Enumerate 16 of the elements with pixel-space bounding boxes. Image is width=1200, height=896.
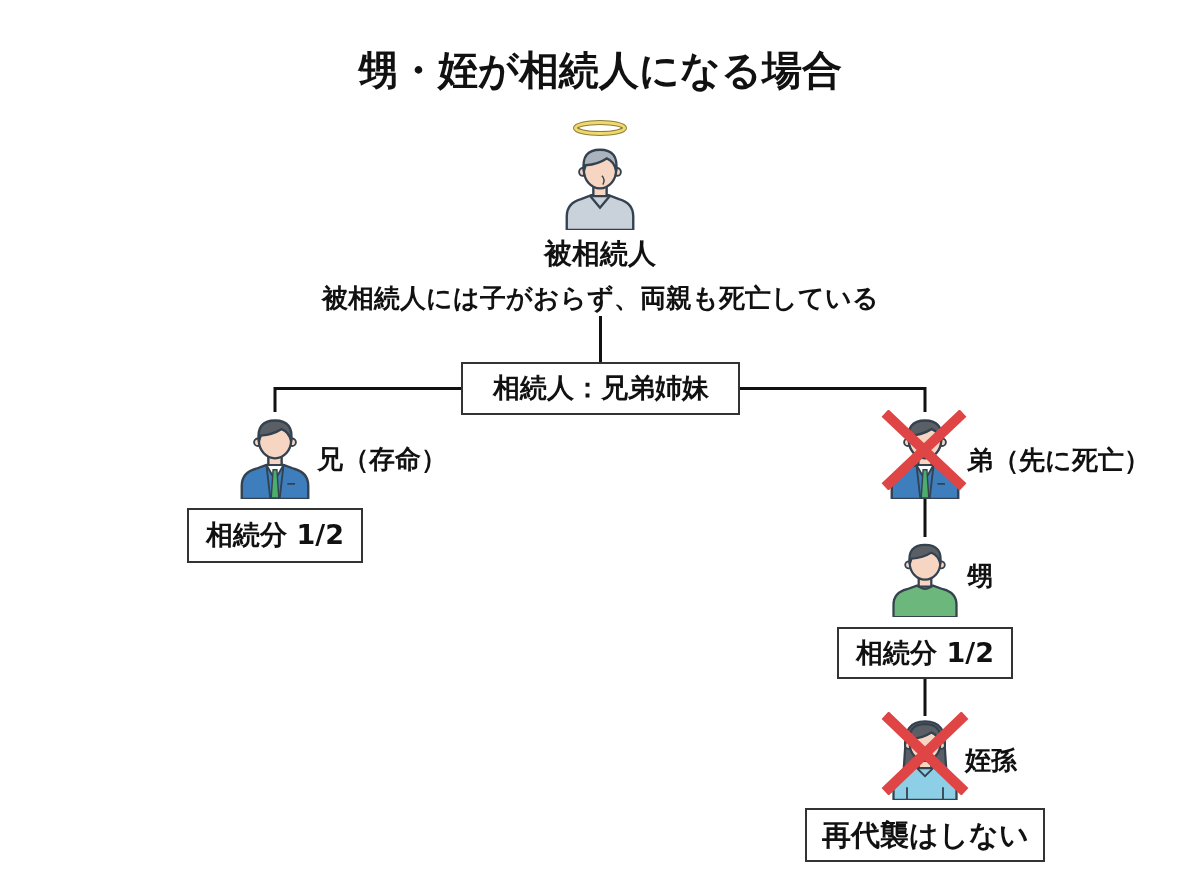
connector-line [273,387,461,412]
title: 甥・姪が相続人になる場合 [358,46,842,95]
text-box: 相続分 1/2 [187,508,363,563]
text-box: 再代襲はしない [805,808,1045,862]
person-label: 姪孫 [965,744,1017,777]
person-label: 被相続人 [542,236,657,272]
person-label: 弟（先に死亡） [967,444,1150,477]
connector-line [923,499,927,537]
connector-line [740,387,927,412]
text-box: 相続人：兄弟姉妹 [461,362,740,415]
person-label: 甥 [967,560,993,593]
person-label: 兄（存命） [317,443,447,476]
text-box: 相続分 1/2 [837,627,1013,679]
connector-line [923,679,927,716]
connector-line [599,316,602,362]
description-text: 被相続人には子がおらず、両親も死亡している [320,282,880,315]
